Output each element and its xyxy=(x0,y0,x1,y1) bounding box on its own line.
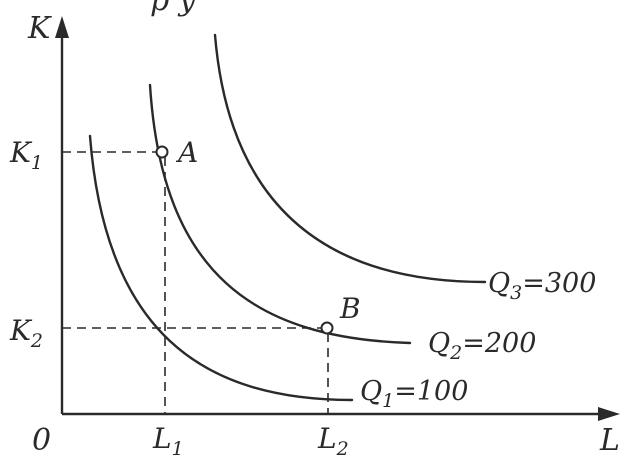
axes xyxy=(60,30,612,416)
x-axis-label: L xyxy=(599,423,620,458)
y-axis-label: K xyxy=(27,11,52,46)
point-a-marker xyxy=(155,145,169,159)
curve-label-q3: Q3=300 xyxy=(488,268,596,304)
point-b-marker xyxy=(320,321,334,335)
tick-label-l2: L2 xyxy=(317,422,349,460)
x-axis-arrow xyxy=(598,407,620,421)
tick-label-k1: K1 xyxy=(9,136,43,174)
y-axis-arrow xyxy=(55,16,69,38)
tick-label-l1: L1 xyxy=(152,422,184,460)
isoquant-q3 xyxy=(213,33,487,284)
guide-lines xyxy=(62,151,329,414)
curve-label-q1: Q1=100 xyxy=(360,376,468,412)
origin-label: 0 xyxy=(32,423,51,458)
tick-label-k2: K2 xyxy=(9,314,43,352)
point-b-label: B xyxy=(339,292,361,325)
point-a-label: A xyxy=(175,136,198,169)
curve-label-q2: Q2=200 xyxy=(428,328,536,364)
isoquant-q2 xyxy=(148,83,412,345)
isoquant-q1 xyxy=(88,134,354,402)
isoquant-curves xyxy=(88,33,487,402)
header-fragment: р у xyxy=(150,0,197,18)
